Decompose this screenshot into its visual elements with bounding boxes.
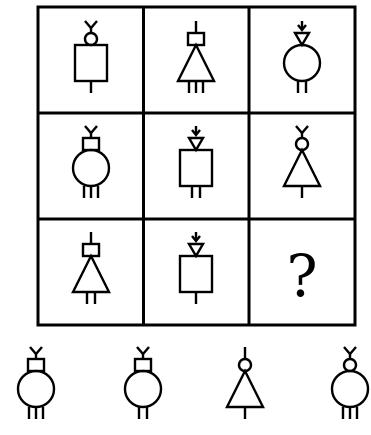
- circle-body-icon: [18, 371, 54, 407]
- answer-option-1: [18, 347, 54, 419]
- answer-option-3: [227, 347, 263, 419]
- rect-head-icon: [83, 138, 99, 150]
- grid-figure-5: [180, 126, 212, 198]
- grid-figure-4: [73, 126, 109, 198]
- triangle-body-icon: [73, 256, 109, 292]
- grid-figure-1: [75, 21, 107, 93]
- answer-option-4: [332, 347, 368, 419]
- circle-body-icon: [73, 150, 109, 186]
- triangle-body-icon: [227, 371, 263, 407]
- triangle-head-icon: [189, 244, 203, 256]
- rect-head-icon: [28, 359, 44, 371]
- fork-icon: [296, 126, 308, 133]
- fork-icon: [344, 347, 356, 354]
- grid-figure-8: [180, 232, 212, 304]
- square-body-icon: [180, 256, 212, 292]
- triangle-body-icon: [178, 45, 214, 81]
- circle-body-icon: [284, 45, 320, 81]
- answer-option-2: [125, 347, 161, 419]
- triangle-body-icon: [284, 150, 320, 186]
- grid-figure-7: [73, 232, 109, 304]
- answer-options: [18, 347, 368, 419]
- question-mark: ?: [286, 242, 317, 310]
- triangle-head-icon: [295, 33, 309, 45]
- square-body-icon: [180, 150, 212, 186]
- grid-figure-3: [284, 21, 320, 93]
- fork-icon: [30, 347, 42, 354]
- grid-figure-6: [284, 126, 320, 198]
- fork-icon: [85, 21, 97, 28]
- rect-head-icon: [135, 359, 151, 371]
- grid-cells: [73, 21, 320, 304]
- grid-figure-2: [178, 21, 214, 93]
- circle-body-icon: [332, 371, 368, 407]
- square-body-icon: [75, 45, 107, 81]
- fork-icon: [137, 347, 149, 354]
- circle-body-icon: [125, 371, 161, 407]
- circle-head-icon: [344, 359, 356, 371]
- circle-head-icon: [85, 33, 97, 45]
- triangle-head-icon: [189, 138, 203, 150]
- fork-icon: [85, 126, 97, 133]
